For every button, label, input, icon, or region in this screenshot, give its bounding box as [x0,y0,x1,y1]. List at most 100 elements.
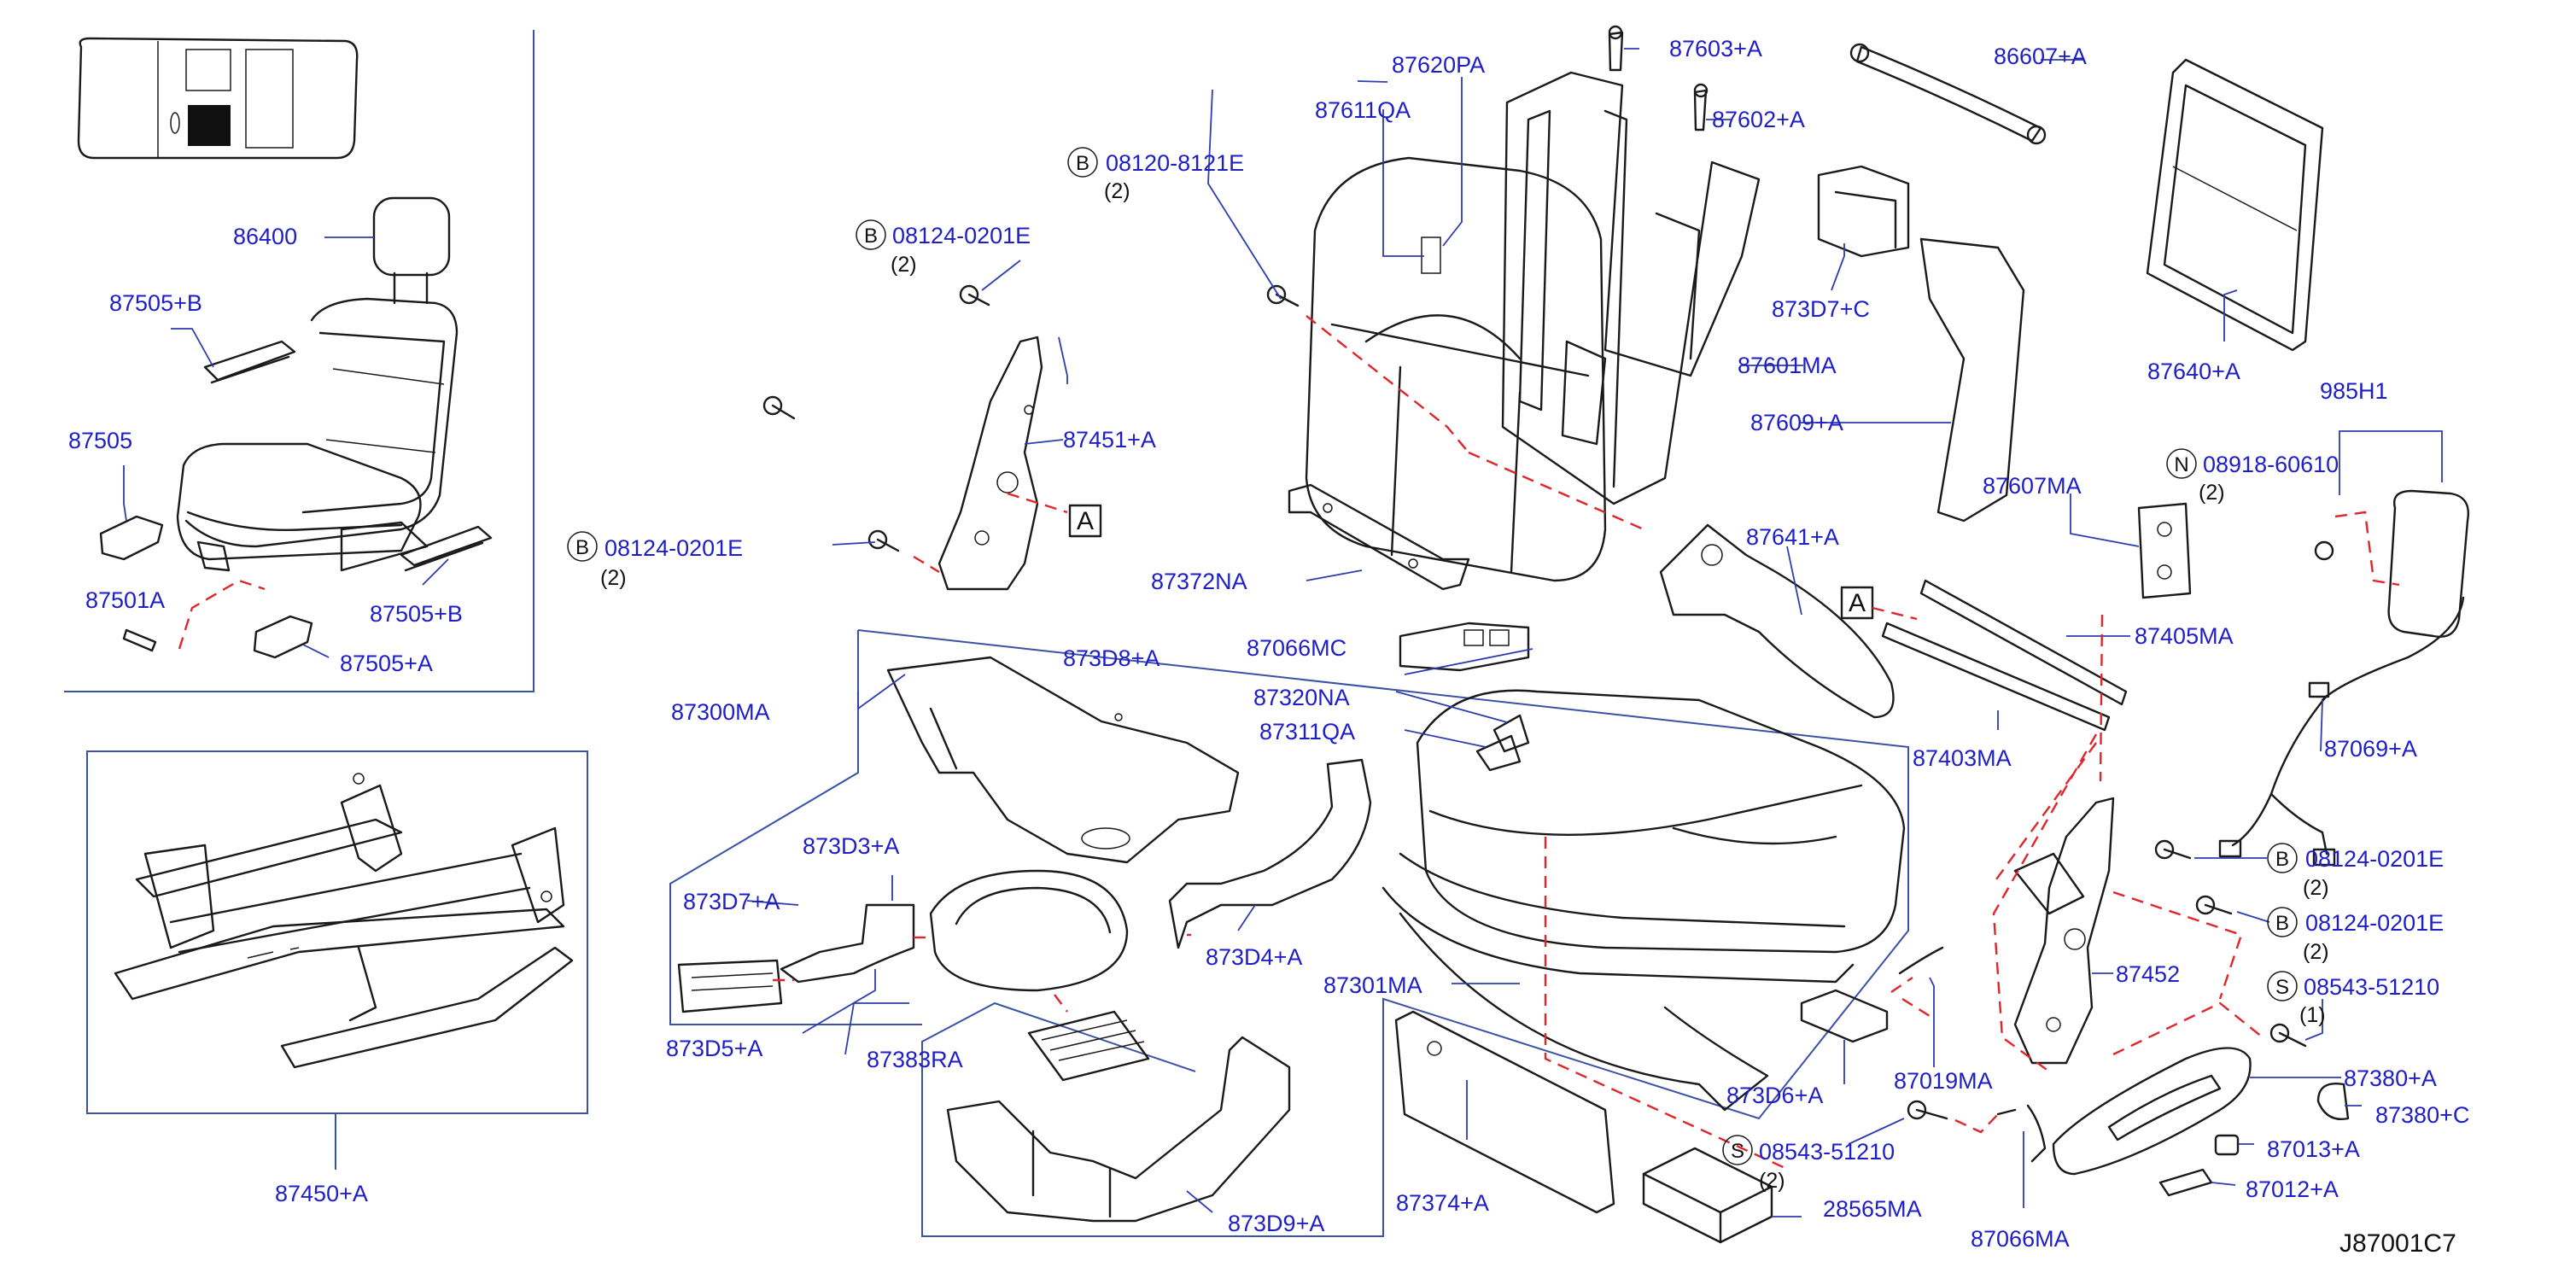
label-87505b-bottom: 87505+B [370,601,463,627]
label-873d3a: 873D3+A [803,833,899,859]
qty-08543-bottom: (2) [1759,1169,1785,1193]
label-87383ra: 87383RA [867,1047,963,1072]
label-87505a: 87505+A [340,651,433,676]
side-cover-87380-drawing [2052,1047,2350,1197]
seatback-board-drawing [2146,58,2324,352]
ring-87383ra-drawing [929,869,1150,1082]
module-28565ma-drawing [1642,1147,1773,1244]
qty-08124-mid: (2) [891,253,917,277]
recliner-handle-drawing [1659,523,1895,719]
sensor-87019ma-drawing [1800,946,2047,1163]
label-08918: 08918-60610 [2203,452,2339,477]
reference-box-a-left: A [1068,504,1102,538]
lumbar-switch-drawing [1817,165,2025,523]
label-87405ma: 87405MA [2135,623,2234,649]
label-08124-r1: 08124-0201E [2305,846,2444,872]
recliner-rods-drawing [1881,579,2128,732]
label-87641a: 87641+A [1746,524,1839,550]
qty-08543-right: (1) [2299,1003,2326,1027]
hinge-87452-drawing [2013,797,2115,1065]
cover-87374a-drawing [1394,1010,1615,1214]
seat-assembly-drawing [176,196,459,572]
duct-873d3-drawing [780,903,915,984]
label-985h1: 985H1 [2320,378,2388,404]
label-87603a: 87603+A [1669,36,1762,61]
part-labels: 86400 87505+B 87505 87501A 87505+B 87505… [68,36,2469,1252]
seat-slide-rails-drawing [114,773,574,1069]
dashed-connection-lines [178,315,2400,1171]
label-87320na: 87320NA [1253,685,1350,710]
label-873d5a: 873D5+A [666,1036,762,1061]
cushion-hooks [1475,714,1530,772]
label-87372na: 87372NA [1151,569,1247,594]
svg-text:A: A [1849,589,1866,617]
assist-grip-drawing [1849,43,2047,145]
label-87066mc: 87066MC [1247,635,1346,661]
label-873d6a: 873D6+A [1726,1083,1823,1108]
label-87301ma: 87301MA [1323,972,1422,998]
label-08120: 08120-8121E [1106,150,1244,176]
seat-cushion-drawing [1381,689,1906,1112]
label-87012a: 87012+A [2246,1176,2339,1202]
qty-08120: (2) [1104,179,1130,203]
label-28565ma: 28565MA [1823,1196,1922,1222]
frames [64,30,1909,1237]
label-87300ma: 87300MA [671,699,770,725]
label-08124-r2: 08124-0201E [2305,910,2444,936]
switch-87066mc-drawing [1399,622,1530,672]
svg-text:S: S [1731,1140,1744,1163]
label-86607a: 86607+A [1994,44,2087,69]
label-87611qa: 87611QA [1315,97,1411,123]
label-87640a: 87640+A [2147,359,2240,384]
svg-text:A: A [1077,507,1094,535]
qty-08124-left: (2) [600,566,627,590]
label-873d9a: 873D9+A [1228,1211,1324,1236]
qty-08124-r1: (2) [2303,876,2329,900]
headrest-guides [1608,25,1709,131]
qty-08124-r2: (2) [2303,940,2329,964]
seatback-frame-drawing [1501,71,1761,505]
label-87380c: 87380+C [2375,1102,2469,1128]
diagram-id: J87001C7 [2339,1229,2456,1258]
label-87311qa: 87311QA [1259,719,1355,744]
trim-87372na-drawing [1288,483,1470,591]
label-87607ma: 87607MA [1983,473,2082,499]
label-87451a: 87451+A [1063,427,1156,452]
duct-873d7a-drawing [677,959,783,1013]
bolts-right [2154,839,2307,1048]
seat-rail-covers [99,340,493,659]
side-airbag-drawing [2314,489,2469,638]
vehicle-location-icon [77,37,359,160]
label-87452: 87452 [2116,961,2180,987]
label-87019ma: 87019MA [1894,1068,1993,1094]
label-873d4a: 873D4+A [1206,944,1302,970]
seatback-pad-drawing [1305,156,1607,582]
label-08124-mid: 08124-0201E [892,223,1031,248]
qty-08918: (2) [2199,481,2225,505]
label-87609a: 87609+A [1750,410,1843,435]
label-87620pa: 87620PA [1392,52,1485,78]
leader-lines [123,48,2443,1217]
plate-873d8-drawing [886,656,1240,864]
label-87066ma: 87066MA [1971,1226,2070,1252]
reference-box-a-right: A [1840,586,1874,620]
duct-873d4-drawing [1168,758,1372,949]
label-87380a: 87380+A [2344,1066,2437,1091]
label-873d8a: 873D8+A [1063,645,1159,671]
label-873d7a: 873D7+A [683,889,780,914]
screw-bottom [1907,1100,1948,1120]
label-87505b-top: 87505+B [109,290,202,316]
svg-text:B: B [2275,912,2289,935]
label-87403ma: 87403MA [1913,745,2012,771]
svg-text:B: B [575,536,589,559]
bolts-left [762,284,1300,552]
label-08124-left: 08124-0201E [605,535,743,561]
duct-873d9-drawing [946,1036,1291,1223]
label-08543-bottom: 08543-51210 [1759,1139,1895,1165]
label-87069a: 87069+A [2324,736,2417,762]
circled-letters: B B B N B B S S [567,147,2298,1165]
hinge-87451-drawing [938,336,1043,591]
label-08543-right: 08543-51210 [2304,974,2439,1000]
svg-text:S: S [2275,976,2289,999]
